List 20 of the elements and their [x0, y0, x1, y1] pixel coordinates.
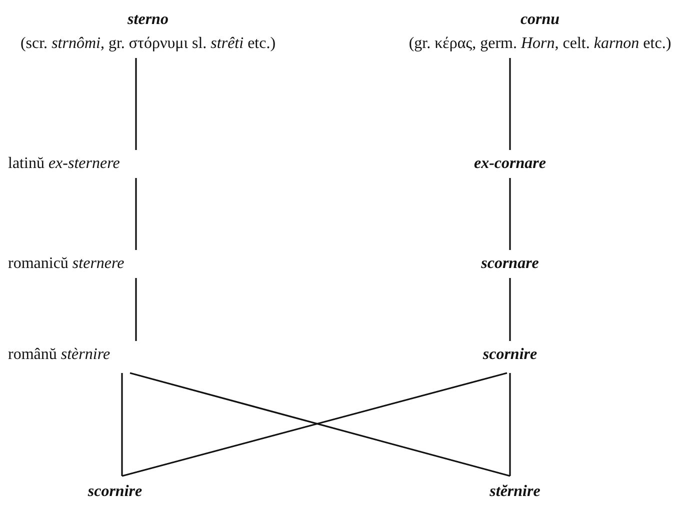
connector-line	[509, 178, 511, 250]
word-form: scornare	[480, 254, 540, 274]
word-form: scornire	[86, 482, 144, 502]
connector-line	[135, 178, 137, 250]
connector-line	[509, 373, 511, 476]
connector-line	[135, 278, 137, 341]
connector-line	[121, 373, 123, 476]
word-form: românŭ stèrnire	[8, 345, 112, 365]
headword: cornu	[519, 10, 561, 30]
word-form: romanicŭ sternere	[8, 254, 126, 274]
cognates-note: (scr. strnômi, gr. στόρνυμι sl. strêti etc.)	[19, 34, 277, 54]
connector-line	[509, 278, 511, 341]
headword: sterno	[126, 10, 170, 30]
word-form: ex-cornare	[473, 154, 547, 174]
word-form: latinŭ ex-sternere	[8, 154, 121, 174]
connector-line	[509, 58, 511, 150]
connector-line	[135, 58, 137, 150]
word-form: scornire	[482, 345, 538, 365]
word-form: stĕrnire	[488, 482, 542, 502]
cognates-note: (gr. κέρας, germ. Horn, celt. karnon etc.)	[408, 34, 672, 54]
